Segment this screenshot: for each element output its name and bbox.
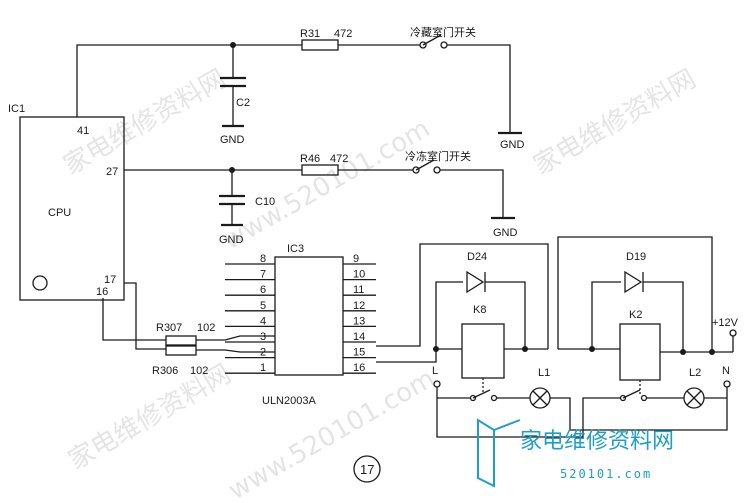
ic3-pin-1-number: 1: [260, 362, 266, 374]
ic3-pin-11-number: 11: [353, 284, 364, 296]
watermark-text-2: 家电维修资料网: [529, 64, 702, 181]
r306-label: R306: [152, 365, 178, 377]
ic3-pin-10-number: 10: [353, 269, 365, 281]
ic3-right-pins: 9 10 11 12 13 14 15 16: [343, 253, 376, 374]
ic3-pin-7-number: 7: [260, 269, 266, 281]
ic1-label: IC1: [8, 103, 25, 115]
ic1-pin-41: 41: [77, 125, 89, 137]
r31-value: 472: [334, 28, 352, 40]
ic3-pin-15-number: 15: [353, 347, 365, 359]
ic3-pin-5-number: 5: [260, 300, 266, 312]
ic3-pin-8-number: 8: [260, 253, 266, 265]
d24-label: D24: [467, 251, 487, 263]
r46-label: R46: [300, 153, 320, 165]
ic3-part-label: ULN2003A: [262, 395, 316, 407]
k2-label: K2: [629, 309, 642, 321]
r307-label: R307: [156, 322, 182, 334]
middle-branch: C10 GND R46 472 冷冻室门开关 GND: [124, 149, 518, 246]
ic1-pin-16: 16: [96, 286, 108, 298]
c2-label: C2: [236, 97, 250, 109]
ic3-left-pins: 8 7 6 5 4 3 2 1: [225, 253, 275, 374]
ic3-pin-9-number: 9: [353, 253, 359, 265]
top-gnd-label: GND: [500, 139, 525, 151]
middle-gnd-label: GND: [493, 227, 518, 239]
l-terminal-label: L: [432, 365, 438, 377]
c10-label: C10: [255, 196, 275, 208]
ic1-chip-label: CPU: [48, 207, 71, 219]
r307-resistor: [165, 335, 197, 346]
supply-label: +12V: [712, 317, 739, 329]
r46-value: 472: [330, 153, 348, 165]
watermark-url-1: www.520101.com: [219, 114, 436, 256]
ic3-label: IC3: [287, 243, 304, 255]
top-branch: C2 GND R31 472 冷藏室门开关 GND: [76, 25, 525, 151]
fridge-door-switch-label: 冷藏室门开关: [410, 25, 476, 39]
k2-relay-coil: [619, 323, 661, 381]
mains-loads: L N L1 L2: [432, 365, 731, 438]
d19-label: D19: [626, 251, 646, 263]
ic3-pin-12-number: 12: [353, 300, 365, 312]
ic3-pin-6-number: 6: [260, 284, 266, 296]
relay-k8-block: D24 K8: [433, 251, 548, 392]
relay-k2-block: D19 +12V K2: [557, 236, 739, 394]
r31-resistor: [301, 39, 339, 51]
ic3-pin-4-number: 4: [260, 315, 266, 327]
site-logo: 家电维修资料网 520101.com: [477, 418, 674, 488]
figure-number-circle: [353, 455, 381, 483]
watermark-text-1: 家电维修资料网: [59, 64, 232, 181]
c10-gnd-label: GND: [219, 234, 244, 246]
l2-label: L2: [689, 367, 701, 379]
logo-url-text: 520101.com: [560, 467, 652, 481]
r306-value: 102: [190, 365, 208, 377]
k8-label: K8: [473, 304, 486, 316]
ic3-pin-13-number: 13: [353, 315, 365, 327]
l1-label: L1: [538, 367, 550, 379]
ic1-cpu: IC1 CPU 41 27 17 16: [8, 103, 125, 301]
r306-resistor: [165, 345, 197, 356]
r307-value: 102: [197, 322, 215, 334]
ic1-pin-17: 17: [104, 274, 116, 286]
ic3-pin-2-number: 2: [260, 347, 266, 359]
watermark-text-3: 家电维修资料网: [64, 359, 237, 476]
k8-relay-coil: [461, 323, 505, 379]
c2-gnd-label: GND: [220, 134, 245, 146]
n-terminal-label: N: [722, 365, 730, 377]
ic3-pin-3-number: 3: [260, 331, 266, 343]
ic1-pin-27: 27: [106, 166, 118, 178]
driver-inputs: R307 102 R306 102: [102, 282, 275, 377]
figure-number: 17: [360, 462, 374, 477]
r31-label: R31: [300, 28, 320, 40]
ic1-orientation-dot: [32, 275, 48, 291]
ic3-pin-14-number: 14: [353, 331, 365, 343]
ic3-uln2003a: IC3 ULN2003A 8 7 6 5 4 3 2 1 9 10 11 12 13 14 15 16: [225, 243, 549, 407]
ic3-pin-16-number: 16: [353, 362, 365, 374]
freezer-door-switch-label: 冷冻室门开关: [405, 149, 471, 163]
logo-main-text: 家电维修资料网: [520, 429, 674, 454]
watermark-url-2: www.520101.com: [224, 364, 441, 503]
